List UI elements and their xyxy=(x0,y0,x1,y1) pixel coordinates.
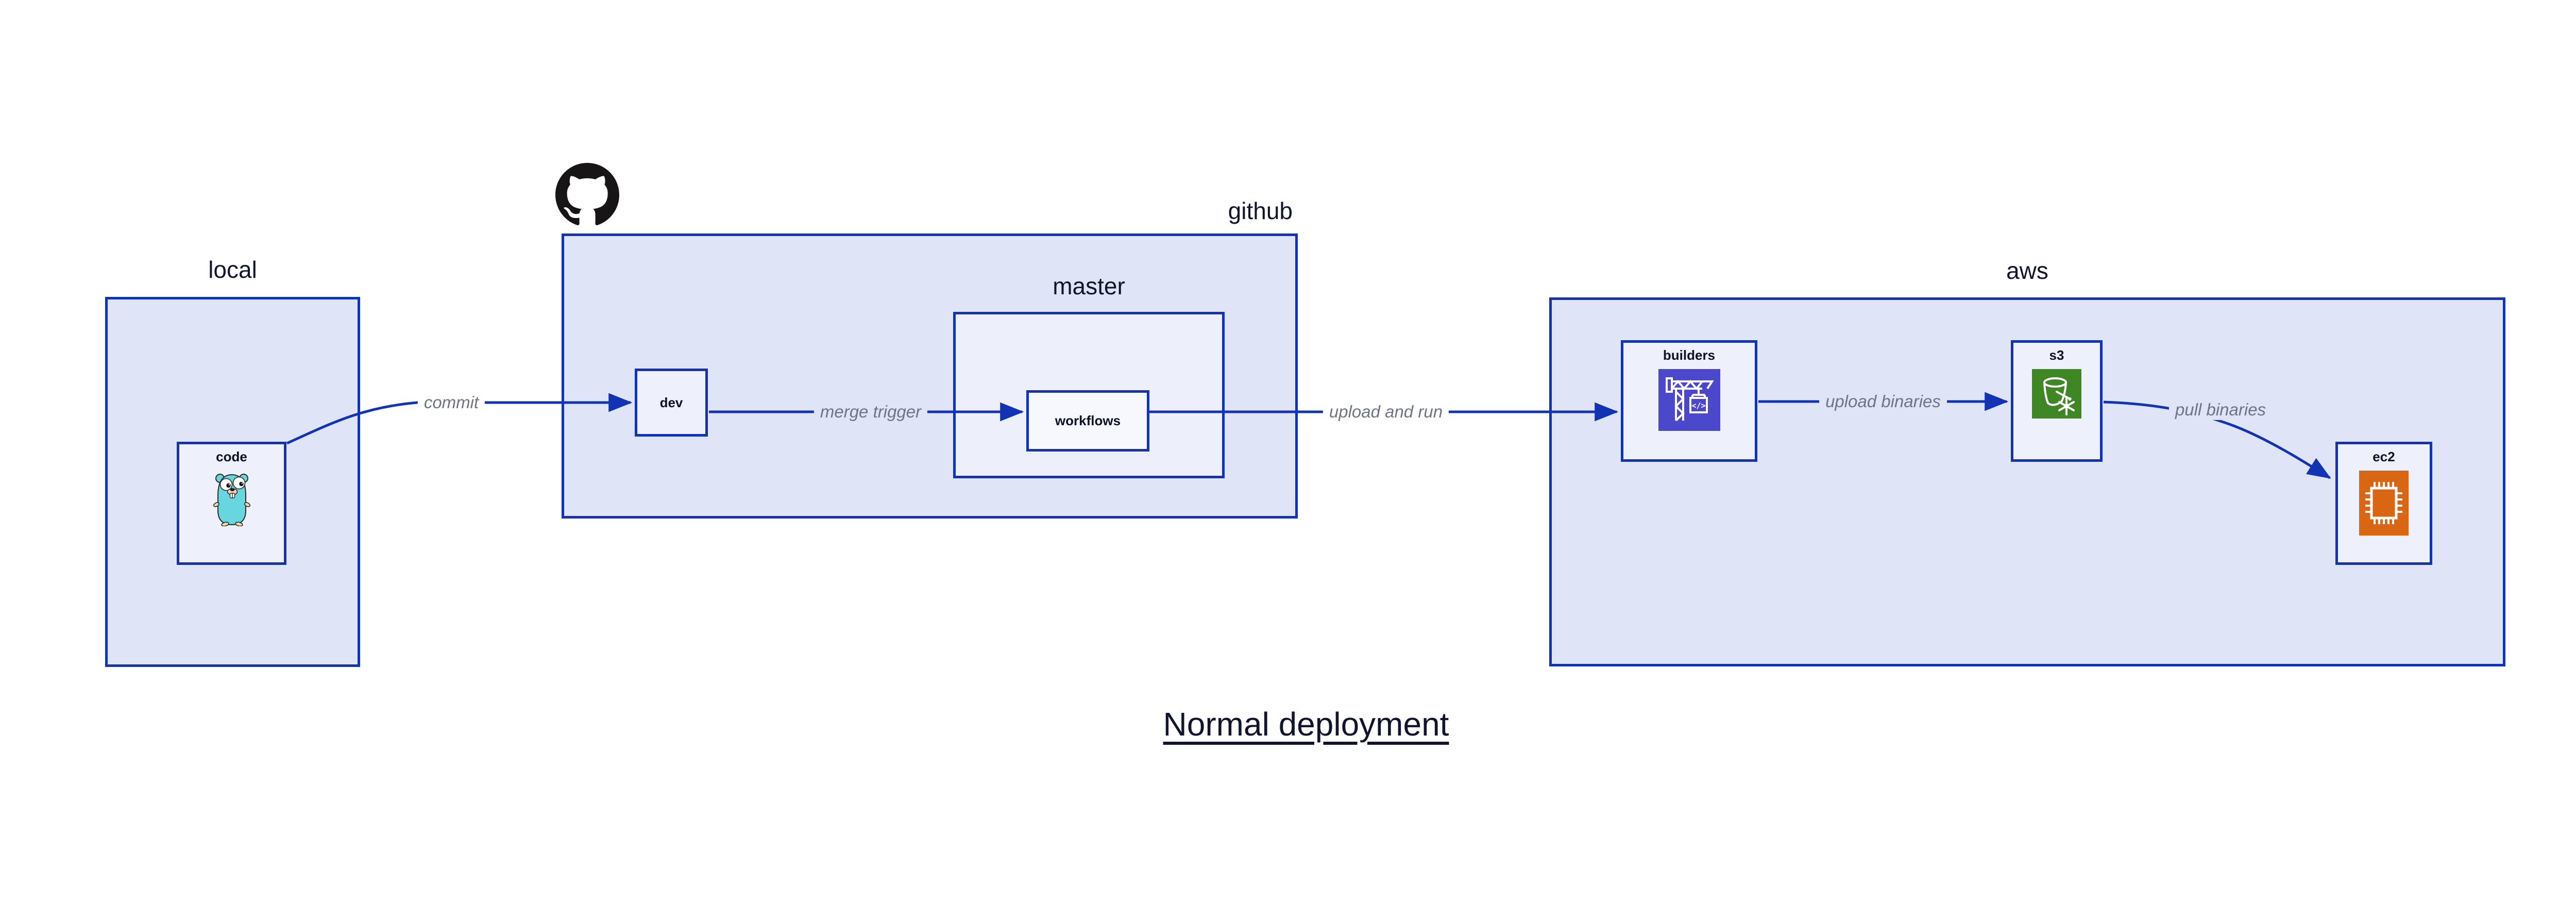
code-node-label: code xyxy=(216,449,247,464)
builders-node-label: builders xyxy=(1663,347,1716,363)
code-node: code xyxy=(177,442,286,565)
ec2-node-label: ec2 xyxy=(2372,449,2395,464)
edge-label-merge-trigger: merge trigger xyxy=(814,401,928,423)
workflows-node-label: workflows xyxy=(1055,413,1121,429)
diagram-title: Normal deployment xyxy=(1163,706,1449,743)
aws-codebuild-crane-icon: </> xyxy=(1658,369,1720,431)
s3-node: s3 xyxy=(2011,340,2103,462)
edge-label-pull-binaries: pull binaries xyxy=(2168,399,2273,421)
github-region-label: github xyxy=(1228,197,1293,224)
master-region-label: master xyxy=(1053,273,1125,299)
ec2-node: ec2 xyxy=(2335,442,2432,565)
local-region-label: local xyxy=(208,256,257,283)
aws-s3-glacier-bucket-icon xyxy=(2032,369,2081,419)
edge-label-upload-binaries: upload binaries xyxy=(1819,391,1947,412)
github-octocat-icon xyxy=(555,163,619,225)
s3-node-label: s3 xyxy=(2049,347,2064,363)
dev-node: dev xyxy=(635,369,708,437)
aws-region-label: aws xyxy=(2006,257,2048,284)
workflows-node: workflows xyxy=(1026,390,1149,452)
edge-label-commit: commit xyxy=(417,392,485,413)
svg-text:</>: </> xyxy=(1691,401,1705,410)
go-gopher-icon xyxy=(213,473,250,526)
edge-label-upload-and-run: upload and run xyxy=(1323,401,1449,423)
builders-node: builders </> xyxy=(1621,340,1757,462)
dev-node-label: dev xyxy=(659,394,683,410)
aws-ec2-chip-icon xyxy=(2359,470,2409,536)
